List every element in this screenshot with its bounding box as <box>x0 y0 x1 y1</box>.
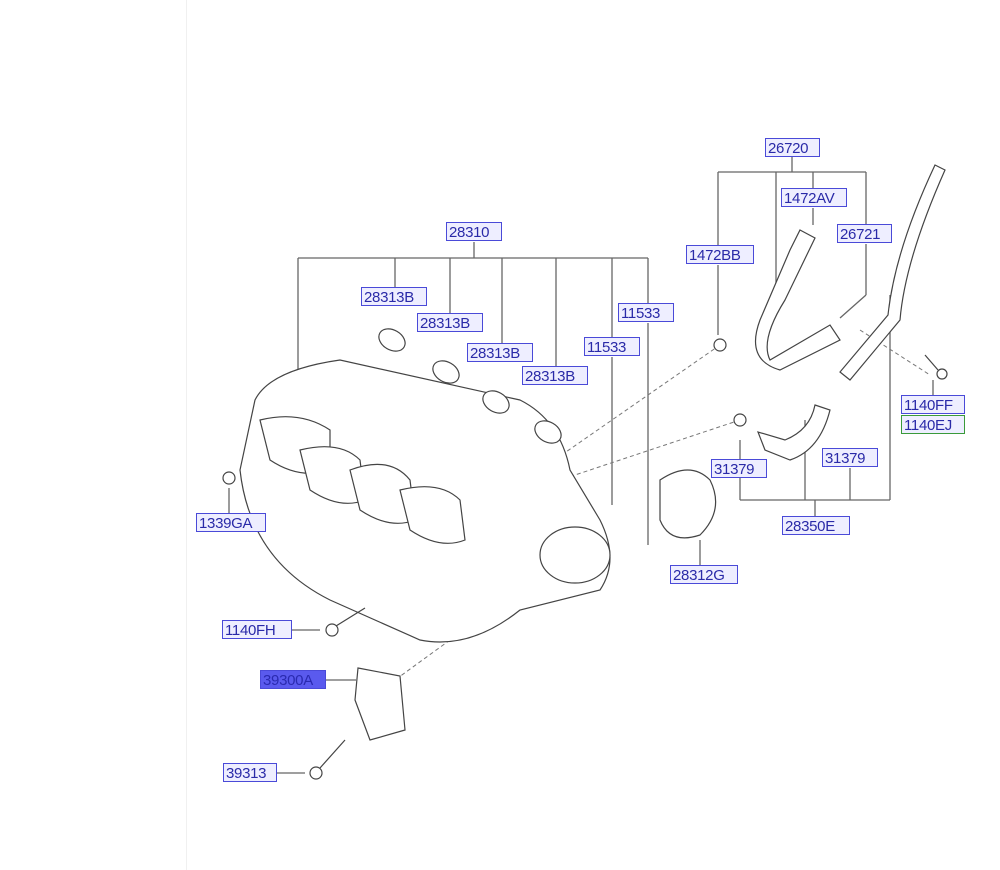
part-label-39313[interactable]: 39313 <box>223 763 277 782</box>
dashed-lines <box>394 329 931 681</box>
part-label-28350E[interactable]: 28350E <box>782 516 850 535</box>
part-label-1140EJ[interactable]: 1140EJ <box>901 415 965 434</box>
part-label-11533[interactable]: 11533 <box>584 337 640 356</box>
part-label-28313B[interactable]: 28313B <box>522 366 588 385</box>
part-label-28312G[interactable]: 28312G <box>670 565 738 584</box>
part-label-26720[interactable]: 26720 <box>765 138 820 157</box>
part-label-1472BB[interactable]: 1472BB <box>686 245 754 264</box>
part-label-28313B[interactable]: 28313B <box>361 287 427 306</box>
leader-lines <box>228 157 934 774</box>
part-label-28313B[interactable]: 28313B <box>417 313 483 332</box>
part-label-26721[interactable]: 26721 <box>837 224 892 243</box>
parts <box>222 164 948 780</box>
part-label-1339GA[interactable]: 1339GA <box>196 513 266 532</box>
page-edge <box>186 0 187 870</box>
part-label-31379[interactable]: 31379 <box>822 448 878 467</box>
part-label-28313B[interactable]: 28313B <box>467 343 533 362</box>
part-label-31379[interactable]: 31379 <box>711 459 767 478</box>
part-label-28310[interactable]: 28310 <box>446 222 502 241</box>
part-label-1140FH[interactable]: 1140FH <box>222 620 292 639</box>
part-label-1140FF[interactable]: 1140FF <box>901 395 965 414</box>
part-label-39300A-selected[interactable]: 39300A <box>260 670 326 689</box>
part-label-1472AV[interactable]: 1472AV <box>781 188 847 207</box>
part-label-11533[interactable]: 11533 <box>618 303 674 322</box>
